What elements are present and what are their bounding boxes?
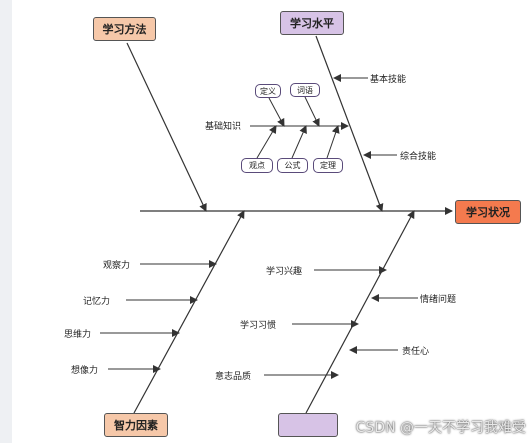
arrow-definition (268, 97, 285, 127)
pill-vocabulary: 词语 (290, 83, 320, 97)
watermark: CSDN @一天不学习我难受 (355, 420, 526, 436)
cause-imagination: 想像力 (71, 366, 99, 376)
bone-methods (126, 42, 207, 212)
cause-basic-knowledge: 基础知识 (205, 122, 242, 132)
arrow-formula (291, 125, 307, 159)
category-other-box (278, 413, 338, 437)
bone-intellect (133, 210, 245, 414)
category-level-box: 学习水平 (280, 11, 344, 35)
bone-other (305, 210, 415, 414)
arrow-viewpoint (256, 125, 277, 159)
category-intellect-box: 智力因素 (104, 413, 168, 437)
cause-habit: 学习习惯 (240, 321, 277, 331)
cause-basic-skill: 基本技能 (370, 75, 407, 85)
pill-definition: 定义 (255, 84, 281, 98)
left-edge-strip (0, 0, 12, 443)
arrow-vocabulary (304, 96, 320, 127)
pill-theorem: 定理 (313, 158, 343, 173)
arrow-theorem (326, 125, 340, 159)
pill-formula: 公式 (277, 158, 308, 173)
cause-observation: 观察力 (103, 261, 131, 271)
cause-thinking: 思维力 (64, 330, 92, 340)
bone-level (315, 35, 384, 212)
cause-comprehensive-skill: 综合技能 (400, 152, 437, 162)
effect-head-box: 学习状况 (455, 200, 521, 224)
cause-emotion: 情绪问题 (420, 295, 457, 305)
cause-responsibility: 责任心 (402, 347, 430, 357)
category-methods-box: 学习方法 (93, 17, 156, 41)
cause-interest: 学习兴趣 (266, 267, 303, 277)
pill-viewpoint: 观点 (241, 158, 273, 173)
cause-memory: 记忆力 (83, 297, 111, 307)
cause-willpower: 意志品质 (215, 372, 252, 382)
